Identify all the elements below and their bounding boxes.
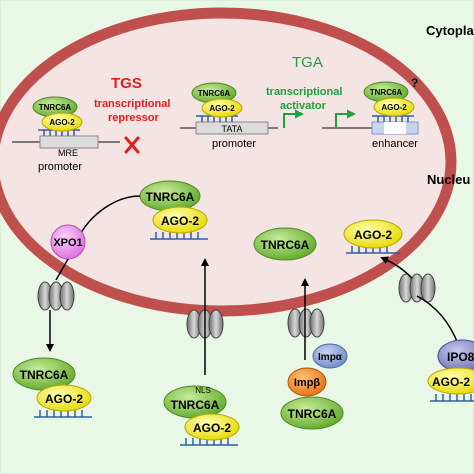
nuclear-ago2-label: AGO-2 [161, 214, 199, 228]
nuclear-tnrc6a-label: TNRC6A [146, 190, 195, 204]
tga-promoter-complex: TATA promoter TNRC6A AGO-2 [180, 82, 304, 150]
nls-ago2-label: AGO-2 [193, 421, 231, 435]
nuclear-tnrc6a-ago2-complex: TNRC6A AGO-2 [139, 180, 208, 240]
nls-label: NLS [195, 386, 211, 395]
tga-promoter-label: promoter [212, 138, 256, 150]
tgs-ago2 [41, 112, 83, 132]
repressor-label-line1: transcriptional [94, 98, 170, 110]
xpo1-to-pore-line [55, 258, 69, 281]
tgs-complex: MRE promoter TNRC6A AGO-2 [12, 96, 140, 173]
mre-label: MRE [58, 148, 78, 158]
ipo8-import-arrow-icon [380, 256, 413, 279]
tata-label: TATA [222, 124, 243, 134]
cytoplasm-label: Cytoplas [426, 23, 474, 38]
importin-tnrc6a [280, 396, 344, 430]
enhancer-label: enhancer [372, 138, 418, 150]
cytoplasmic-tnrc6a-label: TNRC6A [20, 368, 69, 382]
importin-tnrc6a-complex: Impα Impβ TNRC6A [280, 343, 348, 430]
repression-x-icon [124, 136, 140, 154]
ipo8-to-pore-line [416, 295, 459, 345]
nuclear-tnrc6a-alone-label: TNRC6A [261, 238, 310, 252]
nls-ago2 [184, 413, 240, 441]
importin-alpha-label: Impα [318, 352, 343, 363]
tga-enhancer-complex: enhancer TNRC6A ? AGO-2 [322, 76, 419, 150]
enhancer-tnrc6a-label: TNRC6A [370, 88, 403, 97]
tga-label: TGA [292, 54, 323, 71]
tga-tnrc6a-label: TNRC6A [198, 89, 231, 98]
importin-tnrc6a-label: TNRC6A [288, 407, 337, 421]
nucleus-label: Nucleu [427, 172, 470, 187]
nls-tnrc6a-ago2-complex: NLS TNRC6A AGO-2 [163, 385, 240, 446]
cytoplasmic-tnrc6a-ago2-complex: TNRC6A AGO-2 [12, 357, 92, 418]
tga-ago2 [201, 98, 243, 118]
nuclear-ago2-alone [343, 219, 403, 249]
importin-beta-label: Impβ [294, 377, 321, 389]
repressor-label-line2: repressor [108, 112, 159, 124]
importin-beta [287, 367, 327, 397]
ipo8-ago2 [427, 367, 474, 395]
xpo1-label: XPO1 [53, 237, 82, 249]
mre-box [39, 135, 99, 149]
ipo8-ago2-complex: IPO8 AGO-2 [427, 339, 474, 402]
tgs-tnrc6a-label: TNRC6A [39, 103, 72, 112]
ipo8-complex-rna-strand [430, 394, 474, 402]
importin-alpha [312, 343, 348, 369]
nuclear-pore-right [398, 273, 436, 303]
question-mark: ? [411, 76, 418, 90]
tga-enhancer-arrow-icon [335, 109, 356, 128]
nls-tnrc6a-label: TNRC6A [171, 398, 220, 412]
tgs-ago2-label: AGO-2 [49, 118, 75, 127]
nuclear-ago2-alone-label: AGO-2 [354, 228, 392, 242]
ipo8-label: IPO8 [447, 350, 474, 364]
nuclear-envelope [0, 7, 457, 317]
nuclear-tnrc6a-alone [253, 227, 317, 261]
activator-label-line2: activator [280, 100, 327, 112]
tga-promoter-arrow-icon [283, 109, 304, 128]
nuclear-pore-center-right [287, 308, 325, 338]
ipo8-ago2-label: AGO-2 [432, 375, 470, 389]
nuclear-pore-left [37, 281, 75, 311]
activator-label-line1: transcriptional [266, 86, 342, 98]
tgs-promoter-label: promoter [38, 161, 82, 173]
cytoplasmic-ago2 [36, 384, 92, 412]
nuclear-ago2-alone-complex: AGO-2 [343, 219, 403, 254]
tgs-label: TGS [111, 75, 142, 92]
cytoplasmic-ago2-label: AGO-2 [45, 392, 83, 406]
enhancer-gap [384, 122, 406, 134]
enhancer-ago2-label: AGO-2 [381, 103, 407, 112]
nuclear-ago2 [152, 206, 208, 234]
enhancer-ago2 [373, 97, 415, 117]
tga-ago2-label: AGO-2 [209, 104, 235, 113]
